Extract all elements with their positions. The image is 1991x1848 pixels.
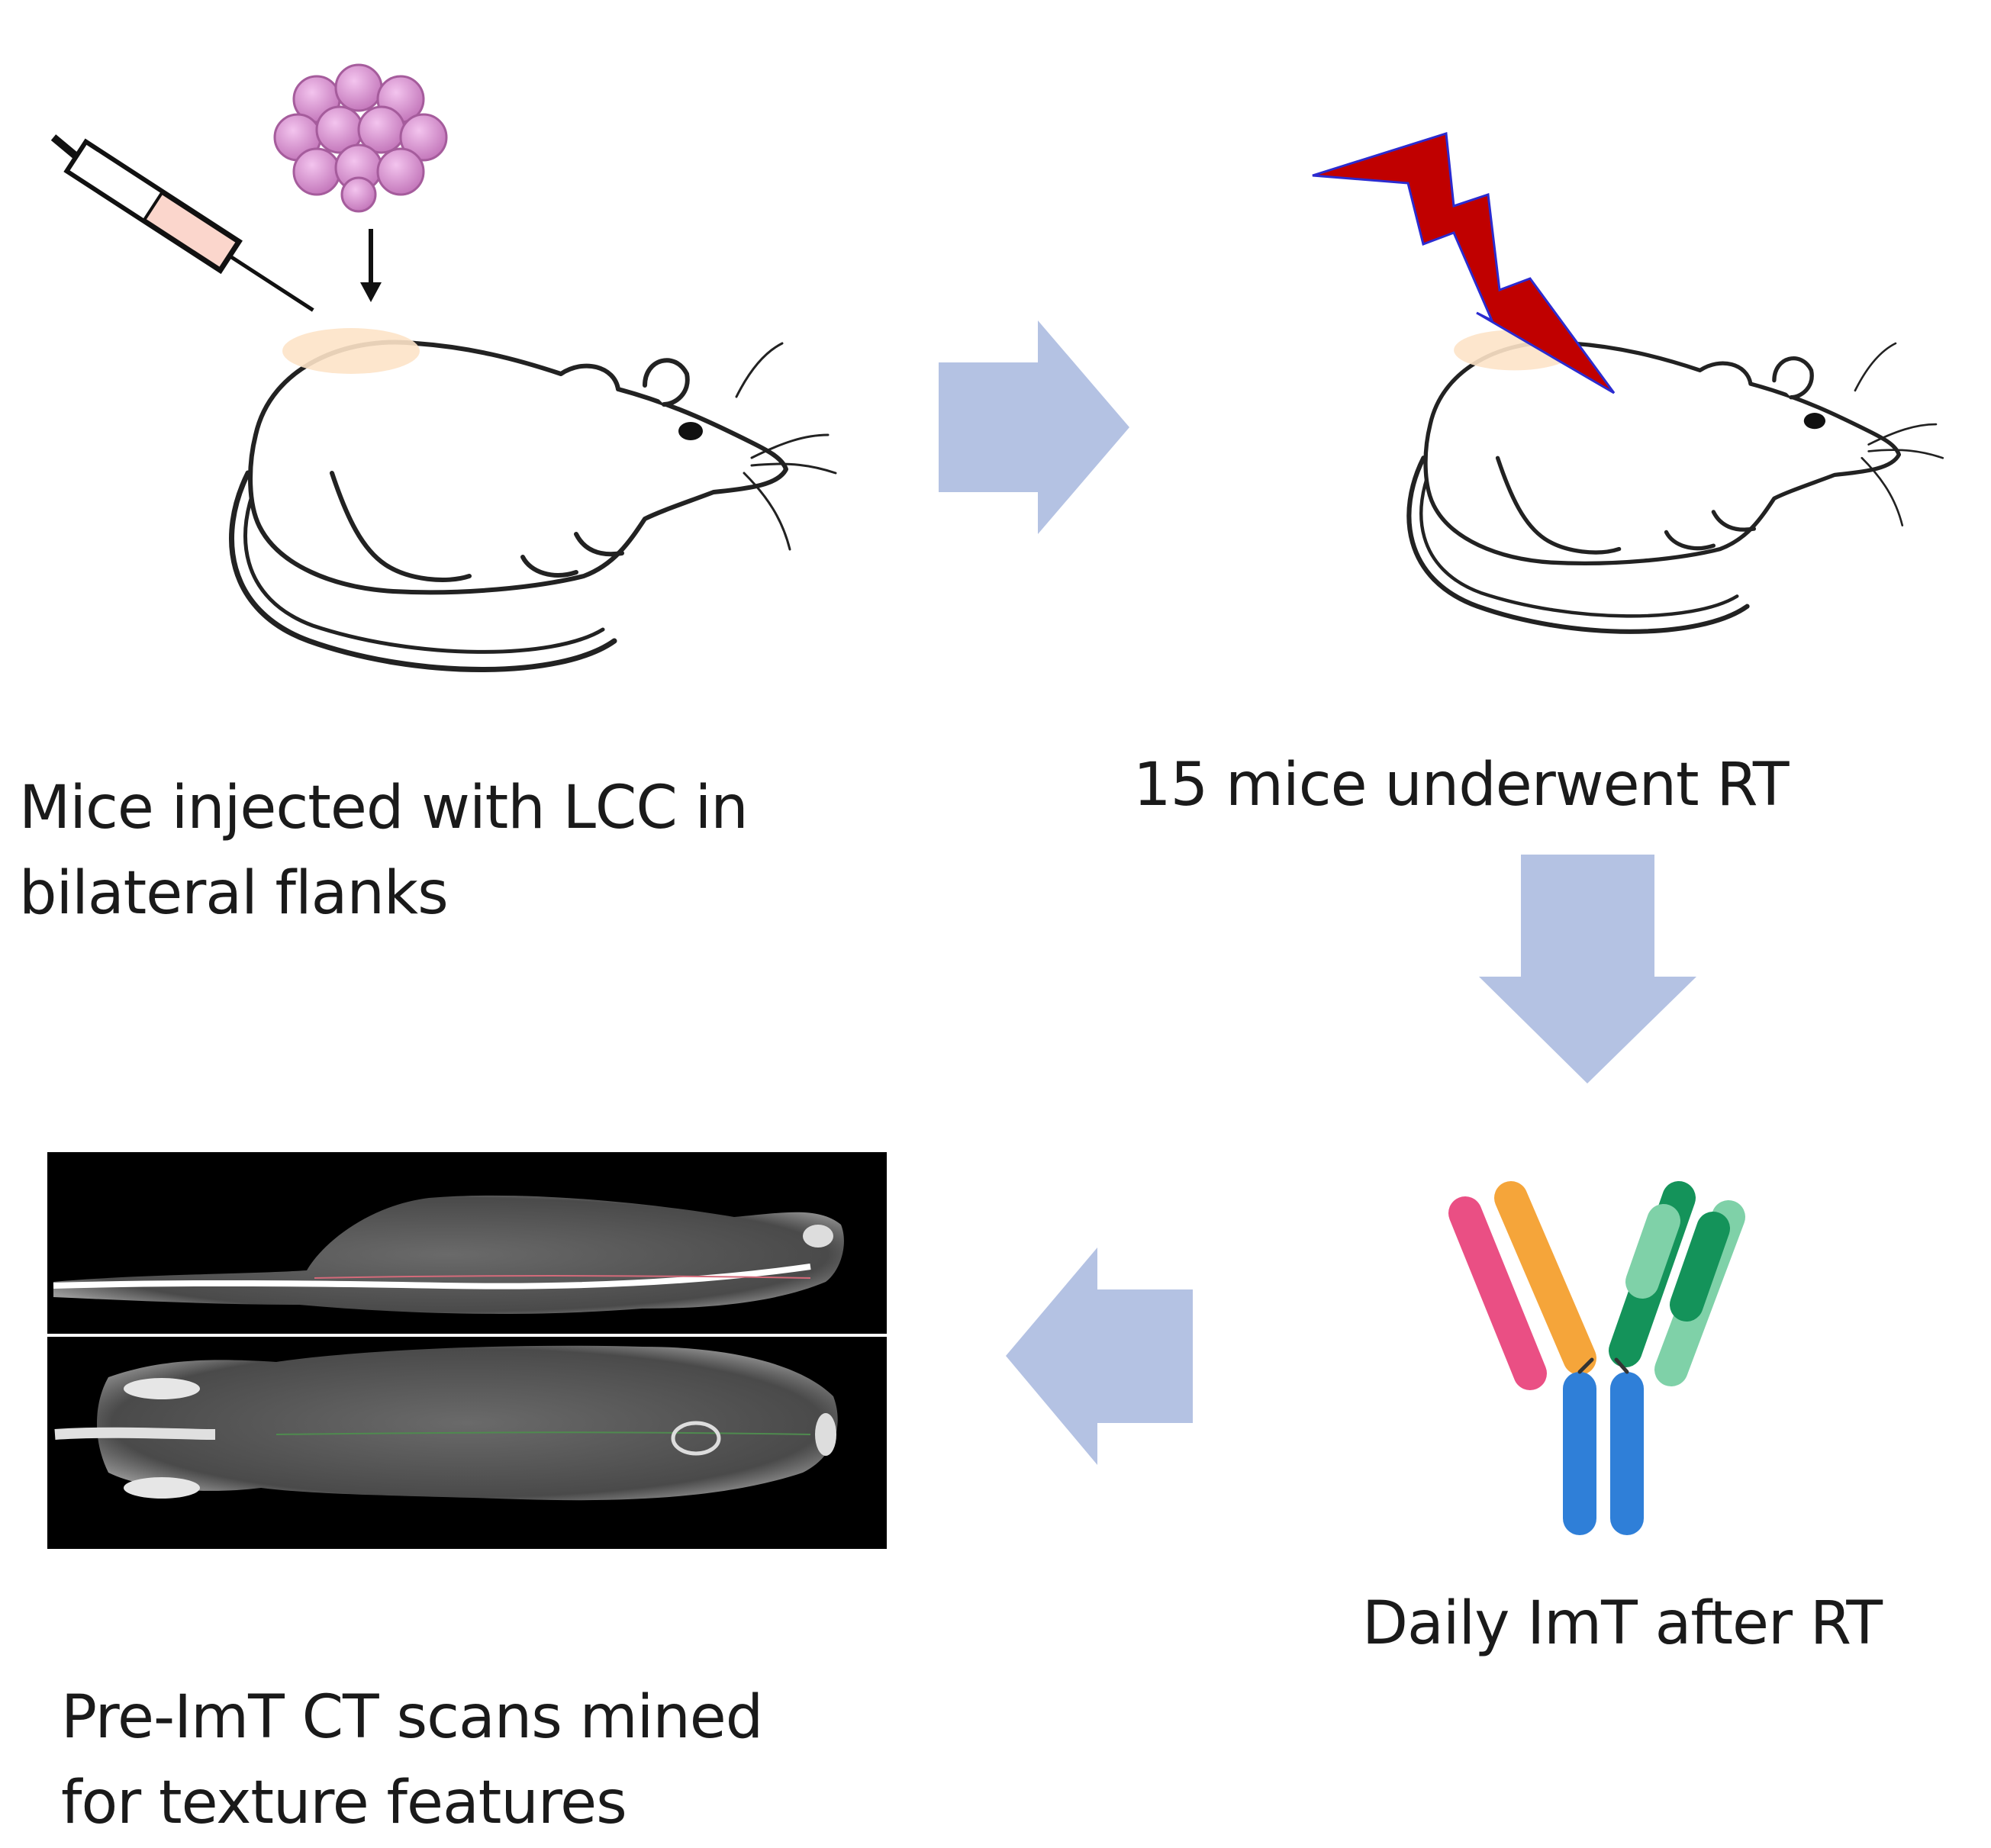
label-line: Pre-ImT CT scans mined (61, 1683, 763, 1752)
down-arrow-icon (360, 229, 382, 302)
step-ct-scan-label: Pre-ImT CT scans mined for texture featu… (61, 1675, 763, 1846)
cell-cluster-icon (273, 63, 448, 213)
step-immunotherapy-label: Daily ImT after RT (1362, 1581, 1883, 1666)
label-line: 15 mice underwent RT (1133, 751, 1790, 819)
label-line: Daily ImT after RT (1362, 1589, 1883, 1658)
flow-arrow-right (939, 320, 1129, 534)
label-line: for texture features (61, 1769, 627, 1837)
label-line: Mice injected with LCC in (19, 774, 749, 842)
mouse-icon (1406, 330, 1944, 634)
step-immunotherapy: Daily ImT after RT (1297, 1145, 1991, 1724)
mouse-icon (229, 328, 837, 672)
flow-arrow-down (1479, 855, 1696, 1083)
flow-arrow-left (1006, 1248, 1193, 1465)
step-injection: Mice injected with LCC in bilateral flan… (0, 0, 885, 928)
step-radiation-label: 15 mice underwent RT (1133, 742, 1790, 828)
label-line: bilateral flanks (19, 859, 449, 928)
ct-scan-image (47, 1152, 887, 1549)
syringe-icon (50, 134, 314, 312)
antibody-icon (1448, 1181, 1745, 1535)
lightning-bolt-icon (1312, 132, 1616, 394)
step-ct-scan: Pre-ImT CT scans mined for texture featu… (0, 1129, 916, 1848)
step-injection-label: Mice injected with LCC in bilateral flan… (19, 765, 749, 936)
step-radiation: 15 mice underwent RT (1107, 0, 1991, 839)
